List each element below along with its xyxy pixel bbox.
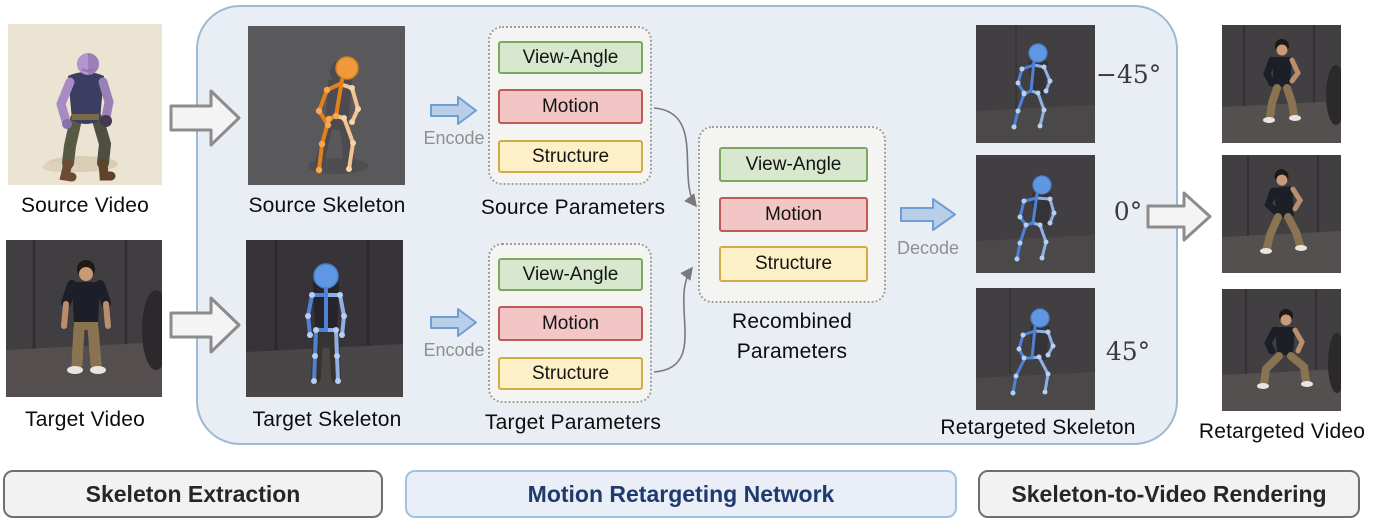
source-parameters-label: Source Parameters <box>480 196 666 219</box>
source-structure-chip: Structure <box>498 140 643 173</box>
arrow-source-to-skeleton-icon <box>169 87 243 149</box>
angle-label-45: 45° <box>1105 337 1151 366</box>
stage-skeleton-to-video-rendering: Skeleton-to-Video Rendering <box>978 470 1360 518</box>
target-video-image <box>6 240 162 397</box>
target-video-label: Target Video <box>25 408 145 431</box>
source-skeleton-label: Source Skeleton <box>248 194 406 217</box>
recombined-parameters-label-line1: Recombined <box>732 310 852 333</box>
decode-arrow-icon <box>900 197 957 232</box>
retargeted-video-image-3 <box>1222 289 1341 411</box>
source-skeleton-image <box>248 26 405 185</box>
arrow-skeleton-to-video-icon <box>1146 189 1214 244</box>
source-video-label: Source Video <box>20 194 150 217</box>
angle-label-minus45: −45° <box>1096 60 1162 89</box>
source-parameters-group: View-Angle Motion Structure <box>488 26 652 185</box>
retargeted-skeleton-image-45 <box>976 288 1095 410</box>
encode-arrow-target-icon <box>430 307 478 338</box>
stage-skeleton-extraction-label: Skeleton Extraction <box>85 480 301 507</box>
target-structure-chip: Structure <box>498 357 643 390</box>
recombined-motion-chip: Motion <box>719 197 868 232</box>
target-skeleton-label: Target Skeleton <box>252 408 402 431</box>
recombined-structure-chip: Structure <box>719 246 868 282</box>
recombined-parameters-label-line2: Parameters <box>736 340 848 363</box>
target-view-angle-chip: View-Angle <box>498 258 643 291</box>
retargeted-skeleton-label: Retargeted Skeleton <box>940 416 1136 439</box>
retargeted-video-label: Retargeted Video <box>1198 420 1366 443</box>
source-view-angle-chip: View-Angle <box>498 41 643 74</box>
retargeted-video-image-1 <box>1222 25 1341 143</box>
encode-label-target: Encode <box>423 340 485 360</box>
stage-motion-retargeting-network: Motion Retargeting Network <box>405 470 957 518</box>
source-video-image <box>8 24 162 185</box>
recombined-parameters-group: View-Angle Motion Structure <box>698 126 886 303</box>
retargeted-video-image-2 <box>1222 155 1341 273</box>
stage-skeleton-to-video-rendering-label: Skeleton-to-Video Rendering <box>1011 480 1327 507</box>
stage-motion-retargeting-network-label: Motion Retargeting Network <box>527 480 835 507</box>
target-parameters-group: View-Angle Motion Structure <box>488 243 652 403</box>
angle-label-0: 0° <box>1113 197 1143 226</box>
recombined-view-angle-chip: View-Angle <box>719 147 868 182</box>
encode-arrow-source-icon <box>430 95 478 126</box>
arrow-target-to-skeleton-icon <box>169 294 243 356</box>
retargeted-skeleton-image-minus45 <box>976 25 1095 143</box>
target-motion-chip: Motion <box>498 306 643 341</box>
stage-skeleton-extraction: Skeleton Extraction <box>3 470 383 518</box>
source-motion-chip: Motion <box>498 89 643 124</box>
target-parameters-label: Target Parameters <box>484 411 662 434</box>
retargeted-skeleton-image-0 <box>976 155 1095 273</box>
target-skeleton-image <box>246 240 403 397</box>
decode-label: Decode <box>896 238 960 258</box>
encode-label-source: Encode <box>423 128 485 148</box>
